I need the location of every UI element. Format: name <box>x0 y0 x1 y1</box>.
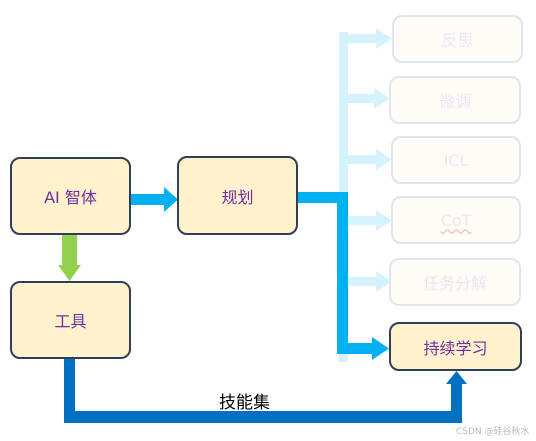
arrow-agent-to-planning-head <box>164 187 178 212</box>
node-planning: 规划 <box>177 156 298 235</box>
node-cot-label: CoT <box>440 210 472 230</box>
arrow-tools-to-continual-path <box>64 359 462 423</box>
arrow-to-reflection-head <box>376 28 392 49</box>
node-task-decomposition: 任务分解 <box>389 258 521 306</box>
node-continual-learning: 持续学习 <box>389 322 522 371</box>
arrow-to-decompose-shaft <box>339 277 377 286</box>
arrow-to-cot-head <box>376 210 392 231</box>
arrow-to-cot-shaft <box>339 216 377 225</box>
arrow-to-reflection-shaft <box>339 34 377 43</box>
watermark: CSDN @硅谷秋水 <box>456 427 530 437</box>
node-cot: CoT <box>391 196 521 244</box>
node-ai-agent: AI 智体 <box>10 157 131 235</box>
arrow-to-icl-head <box>376 149 392 170</box>
arrow-to-finetune-head <box>374 88 390 109</box>
edge-label-skill-set: 技能集 <box>219 393 270 413</box>
arrow-planning-to-continual-head <box>372 337 389 360</box>
arrow-to-decompose-head <box>376 271 392 292</box>
arrow-tools-to-continual-head <box>446 371 467 384</box>
arrow-agent-to-tools-shaft <box>62 235 77 267</box>
arrow-agent-to-planning-shaft <box>130 194 167 205</box>
arrow-to-finetune-shaft <box>339 94 375 103</box>
node-reflection: 反思 <box>392 15 523 63</box>
arrow-agent-to-tools-head <box>58 265 81 281</box>
node-icl: ICL <box>391 136 521 184</box>
arrow-to-icl-shaft <box>339 155 377 164</box>
node-finetune: 微调 <box>389 76 521 124</box>
node-tools: 工具 <box>10 281 131 359</box>
